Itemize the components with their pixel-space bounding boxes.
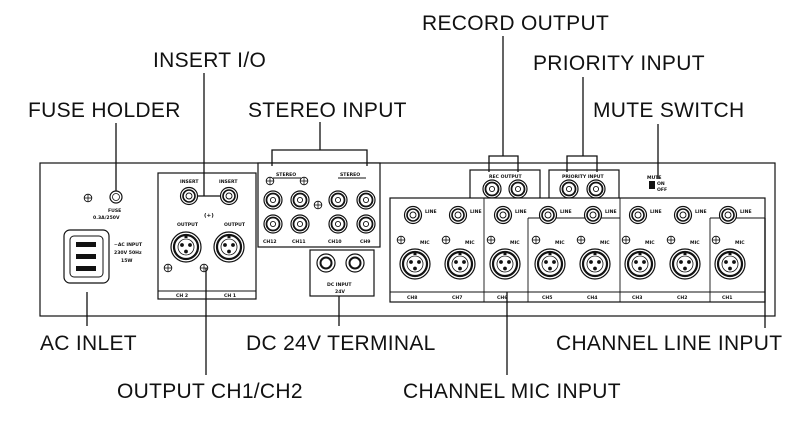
stereo-ch12: CH12 bbox=[263, 239, 277, 245]
mic-xlr-ch8 bbox=[398, 247, 432, 281]
stereo-ch9: CH9 bbox=[360, 239, 370, 245]
output-ch2-label: CH 2 bbox=[176, 293, 188, 299]
channel-label-ch7: CH7 bbox=[452, 295, 462, 301]
screw-icon bbox=[486, 235, 496, 245]
priority-label: PRIORITY INPUT bbox=[562, 174, 604, 180]
line-label: LINE bbox=[605, 209, 617, 215]
mic-label: MIC bbox=[555, 240, 565, 246]
callout-priority-input: PRIORITY INPUT bbox=[533, 52, 705, 75]
line-jack-ch2 bbox=[673, 205, 693, 225]
callout-fuse-holder: FUSE HOLDER bbox=[28, 99, 181, 122]
line-label: LINE bbox=[515, 209, 527, 215]
mic-label: MIC bbox=[645, 240, 655, 246]
line-label: LINE bbox=[425, 209, 437, 215]
fuse-holder: FUSE 0.3A/250V bbox=[83, 190, 123, 221]
mute-on-label: ON bbox=[657, 181, 665, 187]
mic-xlr-ch6 bbox=[488, 247, 522, 281]
line-label: LINE bbox=[740, 209, 752, 215]
callout-stereo-input: STEREO INPUT bbox=[248, 99, 407, 122]
stereo-ch11: CH11 bbox=[292, 239, 306, 245]
callout-output-ch1-ch2: OUTPUT CH1/CH2 bbox=[117, 380, 303, 403]
channel-label-ch2: CH2 bbox=[677, 295, 687, 301]
line-label: LINE bbox=[560, 209, 572, 215]
mic-xlr-ch2 bbox=[668, 247, 702, 281]
insert-output-block: INSERT INSERT (+) OUTPUT OUTPUT CH 2 CH … bbox=[157, 172, 257, 300]
fuse-rating: 0.3A/250V bbox=[93, 215, 120, 221]
stereo-label-left: STEREO bbox=[276, 172, 296, 178]
mic-xlr-ch7 bbox=[443, 247, 477, 281]
line-jack-ch1 bbox=[718, 205, 738, 225]
channel-label-ch1: CH1 bbox=[722, 295, 732, 301]
screw-icon bbox=[576, 235, 586, 245]
rec-output-label: REC OUTPUT bbox=[489, 174, 523, 180]
mic-label: MIC bbox=[600, 240, 610, 246]
insert-label-left: INSERT bbox=[180, 179, 199, 185]
mic-xlr-ch5 bbox=[533, 247, 567, 281]
ac-input-line-1: ~AC INPUT bbox=[114, 242, 143, 248]
callout-record-output: RECORD OUTPUT bbox=[422, 12, 609, 35]
callout-insert-io: INSERT I/O bbox=[153, 49, 266, 72]
line-label: LINE bbox=[695, 209, 707, 215]
screw-icon bbox=[621, 235, 631, 245]
mute-label: MUTE bbox=[647, 175, 662, 181]
screw-icon bbox=[441, 235, 451, 245]
dc-input-label: DC INPUT bbox=[327, 282, 352, 288]
mic-xlr-ch1 bbox=[713, 247, 747, 281]
mic-xlr-ch4 bbox=[578, 247, 612, 281]
callout-ac-inlet: AC INLET bbox=[40, 332, 137, 355]
dc-voltage-label: 24V bbox=[335, 289, 345, 295]
mic-label: MIC bbox=[735, 240, 745, 246]
ac-inlet: ~AC INPUT 230V 50Hz 15W bbox=[63, 229, 143, 284]
channel-label-ch4: CH4 bbox=[587, 295, 597, 301]
line-jack-ch7 bbox=[448, 205, 468, 225]
screw-icon bbox=[666, 235, 676, 245]
mic-label: MIC bbox=[465, 240, 475, 246]
line-jack-ch5 bbox=[538, 205, 558, 225]
channel-label-ch8: CH8 bbox=[407, 295, 417, 301]
stereo-input-block: STEREO STEREO CH12 CH11 CH10 CH9 bbox=[257, 162, 381, 248]
screw-icon bbox=[396, 235, 406, 245]
line-label: LINE bbox=[650, 209, 662, 215]
leader-lines bbox=[86, 36, 766, 375]
line-jack-ch3 bbox=[628, 205, 648, 225]
ac-input-line-2: 230V 50Hz bbox=[114, 250, 142, 256]
line-label: LINE bbox=[470, 209, 482, 215]
line-jack-ch6 bbox=[493, 205, 513, 225]
dc-input-block: DC INPUT 24V bbox=[309, 249, 375, 297]
mic-label: MIC bbox=[690, 240, 700, 246]
mute-off-label: OFF bbox=[657, 187, 667, 193]
output-label-left: OUTPUT bbox=[177, 222, 199, 228]
output-ch1-label: CH 1 bbox=[224, 293, 236, 299]
mic-xlr-ch3 bbox=[623, 247, 657, 281]
fuse-label: FUSE bbox=[108, 208, 121, 214]
line-jack-ch8 bbox=[403, 205, 423, 225]
callout-channel-mic-input: CHANNEL MIC INPUT bbox=[403, 380, 621, 403]
channel-label-ch6: CH6 bbox=[497, 295, 507, 301]
callout-dc-24v-terminal: DC 24V TERMINAL bbox=[246, 332, 436, 355]
ac-input-line-3: 15W bbox=[121, 258, 132, 264]
output-label-right: OUTPUT bbox=[224, 222, 246, 228]
callout-mute-switch: MUTE SWITCH bbox=[593, 99, 744, 122]
line-jack-ch4 bbox=[583, 205, 603, 225]
mic-label: MIC bbox=[510, 240, 520, 246]
mute-switch: MUTE ON OFF bbox=[647, 175, 667, 193]
stereo-ch10: CH10 bbox=[328, 239, 342, 245]
insert-label-right: INSERT bbox=[219, 179, 238, 185]
channel-label-ch5: CH5 bbox=[542, 295, 552, 301]
mic-label: MIC bbox=[420, 240, 430, 246]
screw-icon bbox=[531, 235, 541, 245]
stereo-label-right: STEREO bbox=[340, 172, 360, 178]
channel-strip: LINE MIC CH8 LINE MIC CH7 LINE MIC CH6 LINE MIC CH5… bbox=[389, 197, 766, 303]
plus-label: (+) bbox=[204, 213, 214, 219]
channel-label-ch3: CH3 bbox=[632, 295, 642, 301]
screw-icon bbox=[711, 235, 721, 245]
callout-channel-line-input: CHANNEL LINE INPUT bbox=[556, 332, 782, 355]
